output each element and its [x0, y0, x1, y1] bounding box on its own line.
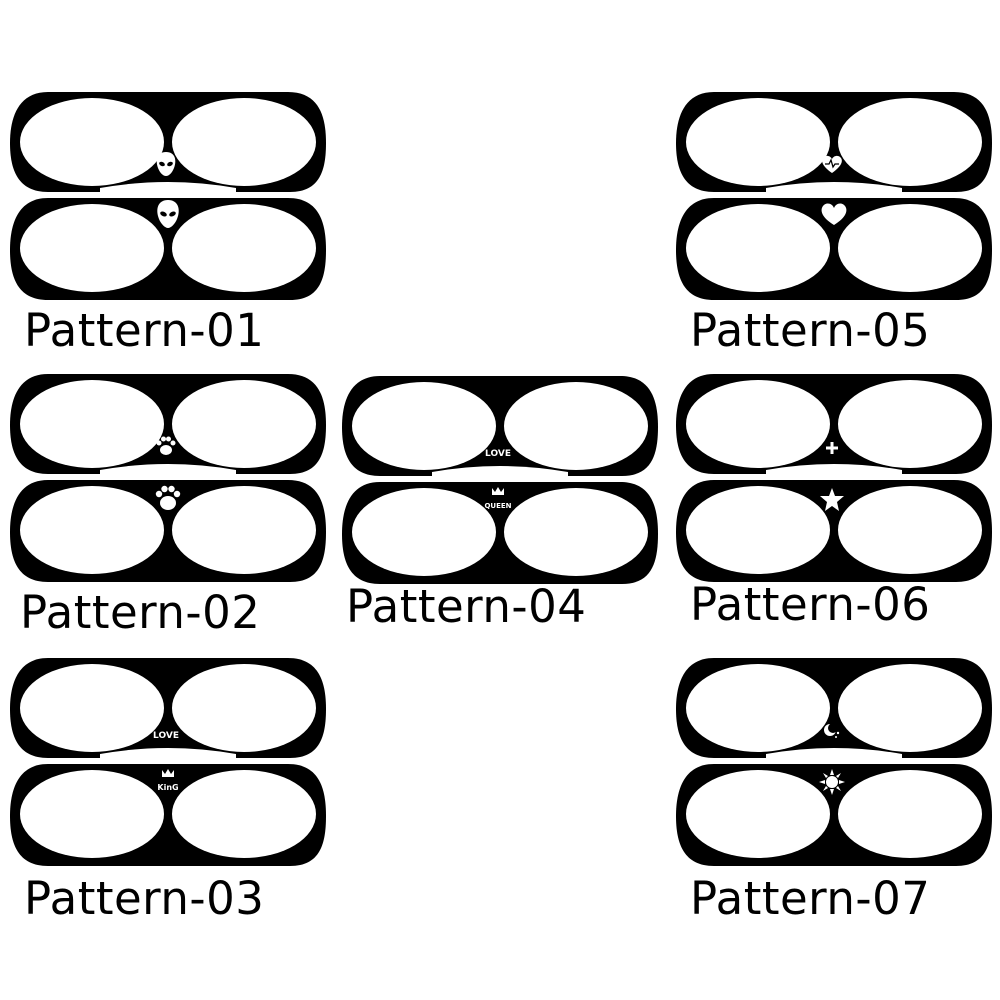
- crown-icon: [162, 769, 174, 777]
- top-plate: [10, 374, 326, 474]
- bottom-plate: [676, 764, 992, 866]
- moon-icon: [824, 723, 840, 738]
- queen-text: QUEEN: [484, 502, 511, 510]
- top-plate: [10, 658, 326, 758]
- bottom-plate: [10, 764, 326, 866]
- pattern-label: Pattern-03: [24, 872, 265, 925]
- heart-icon: [821, 203, 847, 225]
- paw-icon: [155, 485, 181, 510]
- alien-icon: [157, 200, 179, 228]
- pattern-label: Pattern-07: [690, 872, 931, 925]
- pattern-label: Pattern-04: [346, 580, 587, 633]
- pattern-01-plates: [10, 92, 326, 300]
- pattern-07-card: Pattern-07: [674, 654, 994, 921]
- bottom-plate: [676, 198, 992, 300]
- love-text: LOVE: [153, 731, 179, 741]
- bottom-plate: [10, 480, 326, 582]
- pattern-05-card: Pattern-05: [674, 88, 994, 353]
- pattern-label: Pattern-02: [20, 586, 261, 639]
- top-plate: [676, 374, 992, 474]
- heartbeat-icon: [822, 155, 842, 173]
- pattern-03-card: LOVE KinG Pattern-03: [8, 654, 328, 921]
- sun-icon: [819, 769, 845, 795]
- pattern-05-plates: [676, 92, 992, 300]
- top-plate: [676, 92, 992, 192]
- pattern-06-plates: [676, 374, 992, 582]
- top-plate: [676, 658, 992, 758]
- top-plate: [342, 376, 658, 476]
- king-text: KinG: [157, 783, 178, 792]
- pattern-label: Pattern-01: [24, 304, 265, 357]
- pattern-03-plates: LOVE KinG: [10, 658, 326, 866]
- pattern-01-card: Pattern-01: [8, 88, 328, 353]
- pattern-label: Pattern-05: [690, 304, 931, 357]
- pattern-02-card: Pattern-02: [8, 370, 328, 635]
- alien-icon: [156, 152, 176, 176]
- bottom-plate: [676, 480, 992, 582]
- plus-icon: [826, 442, 838, 454]
- star-icon: [820, 488, 844, 511]
- pattern-02-plates: [10, 374, 326, 582]
- pattern-04-plates: LOVE QUEEN: [342, 376, 658, 584]
- top-plate: [10, 92, 326, 192]
- pattern-06-card: Pattern-06: [674, 370, 994, 627]
- pattern-07-plates: [676, 658, 992, 866]
- crown-icon: [492, 487, 504, 495]
- love-text: LOVE: [485, 449, 511, 459]
- bottom-plate: [342, 482, 658, 584]
- pattern-label: Pattern-06: [690, 578, 931, 631]
- paw-icon: [156, 436, 176, 455]
- bottom-plate: [10, 198, 326, 300]
- pattern-04-card: LOVE QUEEN Pattern-04: [340, 372, 660, 629]
